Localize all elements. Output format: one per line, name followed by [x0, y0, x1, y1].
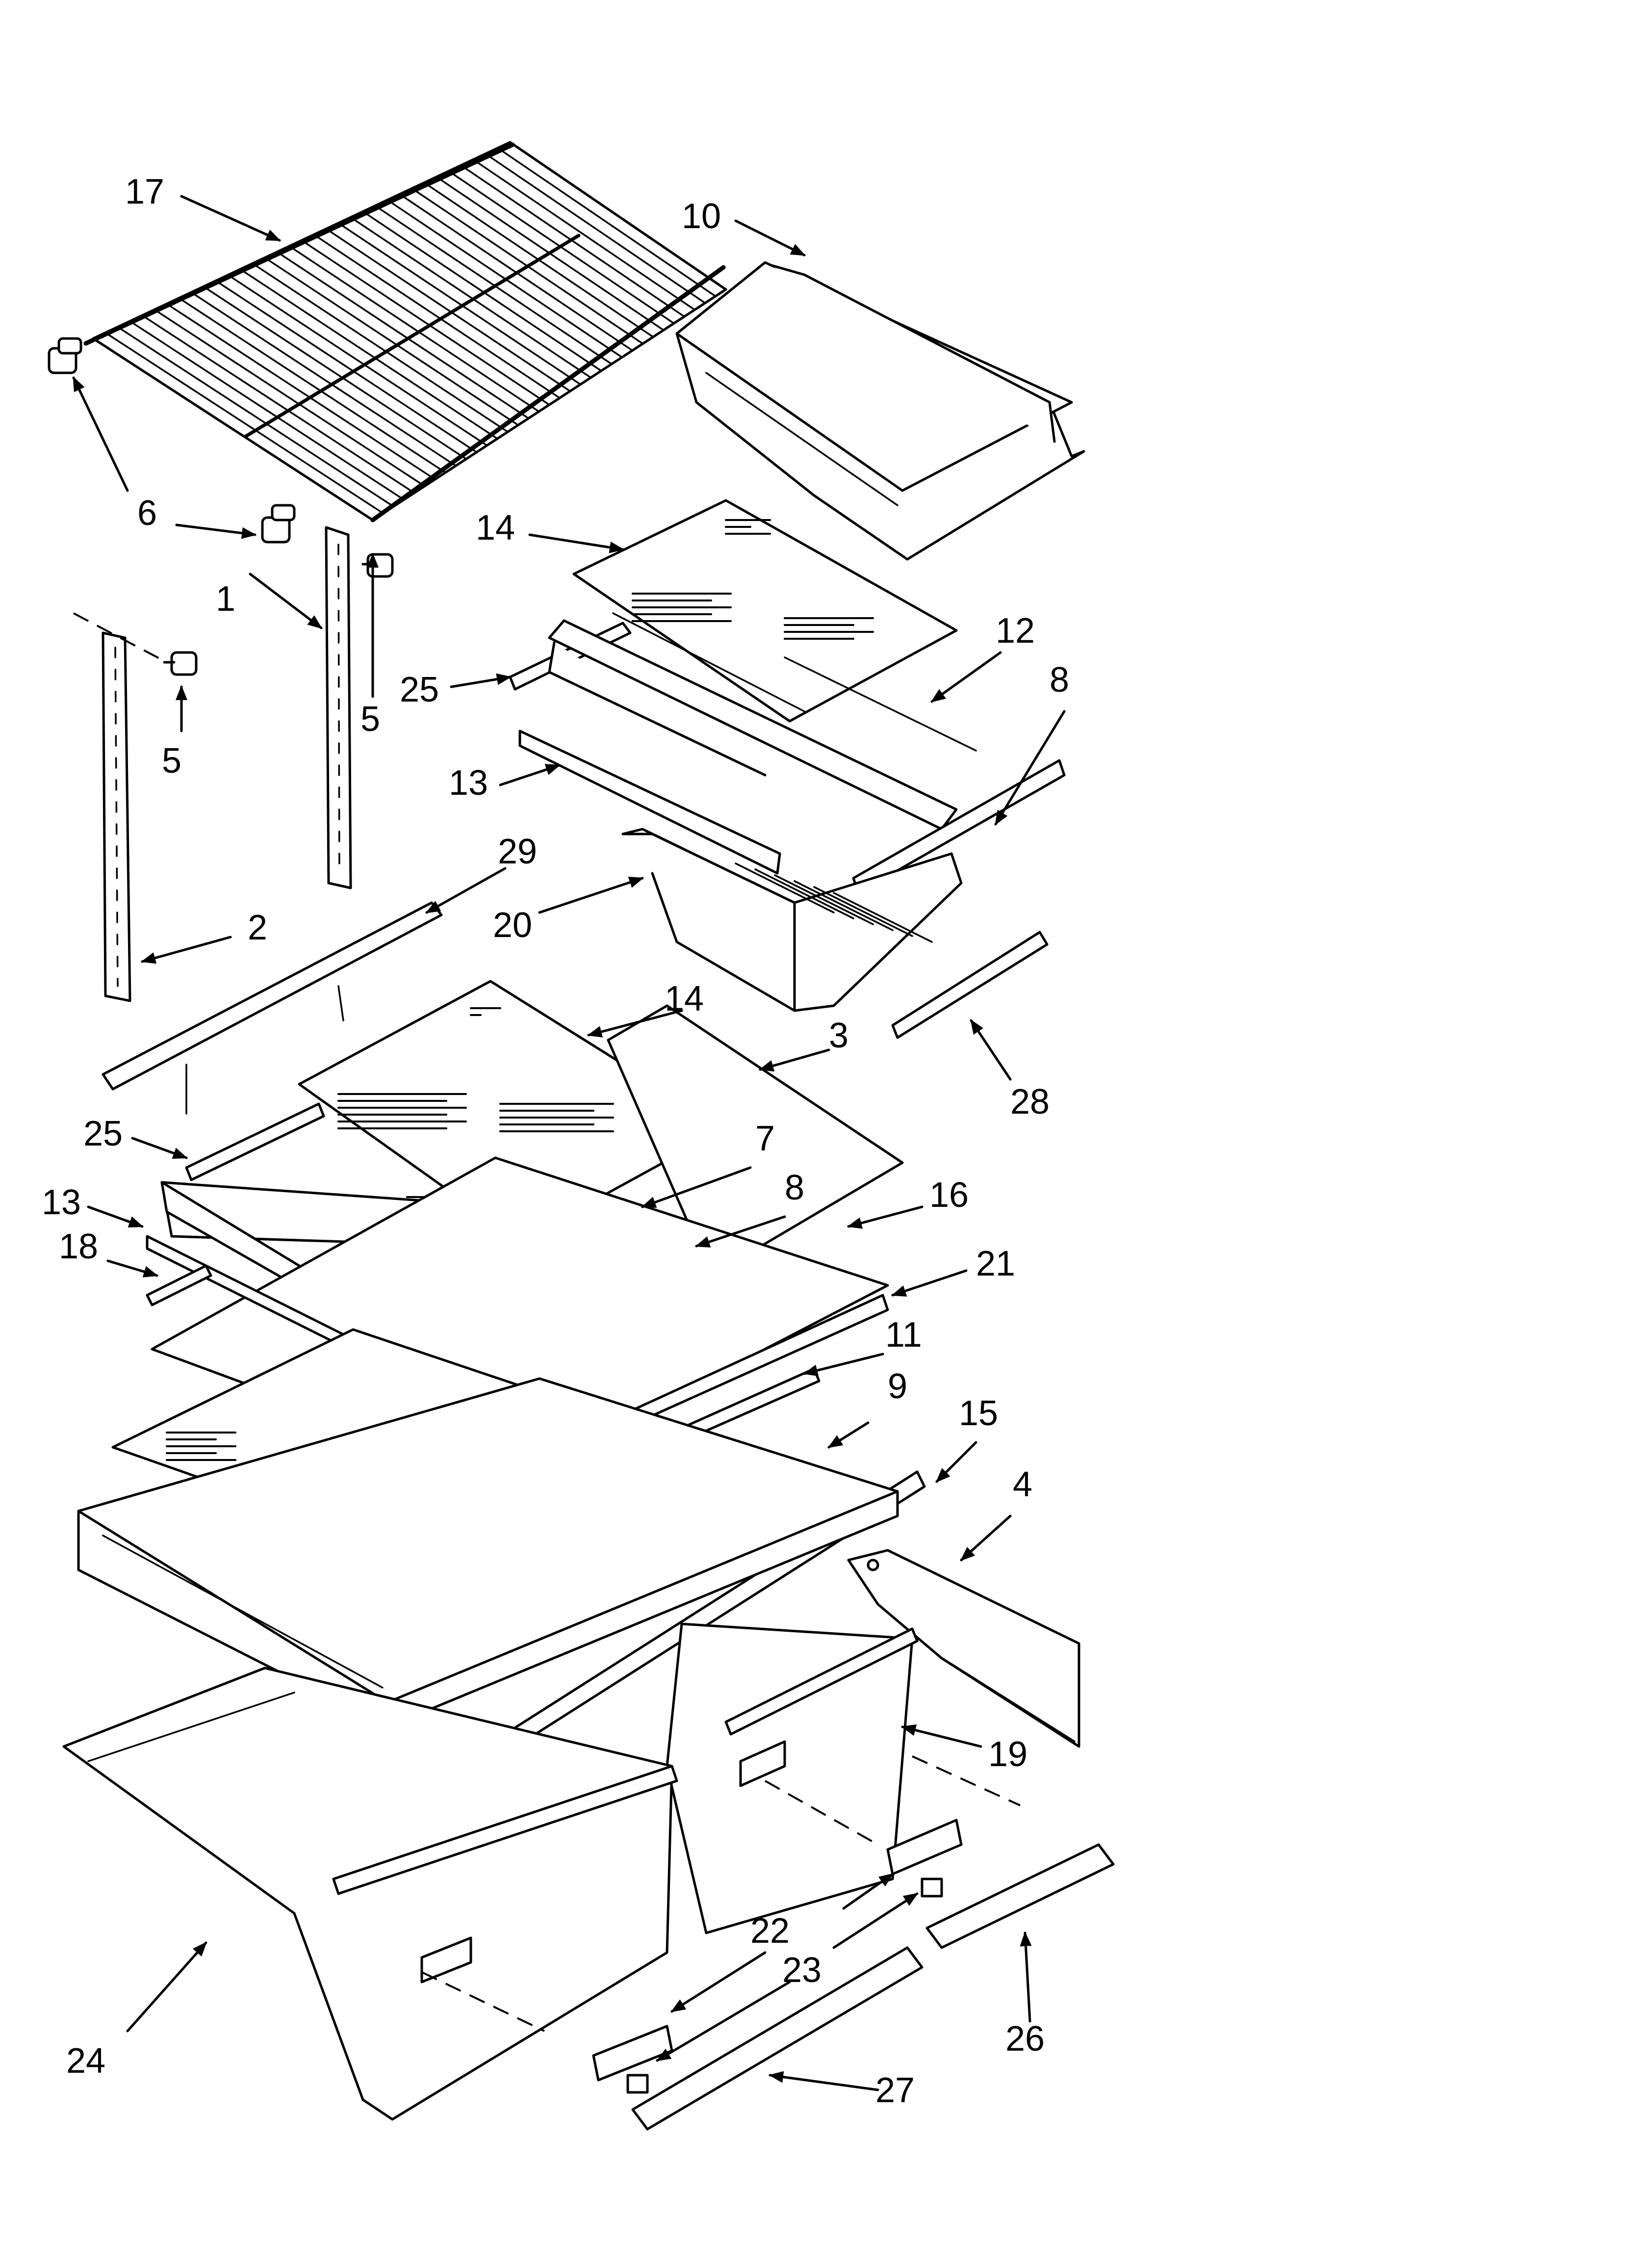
label-14-upper: 14	[476, 508, 515, 547]
label-8-upper: 8	[1050, 660, 1069, 700]
shelf-bracket	[102, 901, 443, 1115]
label-23: 23	[782, 1951, 821, 1990]
label-19: 19	[988, 1735, 1027, 1774]
label-2: 2	[248, 908, 267, 947]
label-14-lower: 14	[665, 979, 704, 1018]
label-20: 20	[493, 906, 532, 945]
label-7: 7	[755, 1119, 775, 1158]
screw-upper	[361, 553, 394, 578]
label-27: 27	[875, 2071, 915, 2110]
shelf-ladder-left	[73, 612, 167, 1002]
label-22: 22	[750, 1911, 790, 1951]
shelf-cover-panel	[607, 1004, 904, 1277]
label-13-lower: 13	[42, 1183, 81, 1222]
label-6: 6	[137, 494, 157, 533]
clip-holder-left	[592, 2025, 673, 2082]
crisper-drawer-upper	[621, 828, 963, 1012]
end-cap-left	[48, 337, 82, 374]
spacer-strip	[146, 1264, 212, 1306]
label-25-upper: 25	[400, 670, 439, 709]
label-10: 10	[682, 197, 721, 236]
screw-lower	[163, 651, 198, 676]
frame-support	[847, 1549, 1080, 1748]
crisper-frame-upper	[548, 612, 977, 831]
crisper-cover	[77, 1377, 899, 1728]
clip-right	[921, 1877, 943, 1898]
label-1: 1	[216, 579, 235, 619]
label-24: 24	[66, 2041, 105, 2081]
label-25-lower: 25	[83, 1114, 123, 1153]
crisper-drawer-right	[666, 1622, 919, 1934]
wire-shelf	[83, 141, 727, 522]
leader-lines	[72, 195, 1066, 2091]
crisper-drawer-left	[62, 1667, 678, 2121]
label-5-upper: 5	[360, 700, 380, 739]
end-cap-right	[261, 504, 296, 544]
label-28: 28	[1010, 1082, 1050, 1121]
storage-bin	[675, 261, 1085, 561]
label-16: 16	[929, 1175, 969, 1215]
label-26: 26	[1005, 2019, 1045, 2059]
front-trim-lower	[185, 1102, 325, 1181]
label-9: 9	[888, 1367, 907, 1406]
label-17: 17	[125, 172, 164, 211]
label-12: 12	[996, 611, 1035, 651]
label-29: 29	[498, 832, 537, 871]
label-4: 4	[1013, 1465, 1032, 1504]
label-3: 3	[829, 1016, 848, 1055]
label-21: 21	[976, 1244, 1015, 1283]
drawer-trim	[891, 931, 1049, 1039]
clip-holder-right	[886, 1819, 963, 1876]
label-11: 11	[885, 1315, 922, 1355]
drawer-front-trim-left	[631, 1946, 924, 2131]
rail-left-upper	[518, 730, 781, 875]
shelf-ladder-right	[325, 526, 352, 889]
label-8-lower: 8	[785, 1168, 804, 1207]
label-5-lower: 5	[162, 741, 181, 781]
drawer-front-trim-right	[925, 1843, 1115, 1949]
label-13-upper: 13	[449, 763, 488, 803]
clip-left	[626, 2074, 649, 2094]
label-15: 15	[959, 1394, 998, 1433]
callout-labels: 17 10 6 14 1 5 5 25 12 8 13 29 20 2 14 3…	[42, 172, 1069, 2110]
label-18: 18	[59, 1227, 98, 1266]
glass-shelf-upper	[572, 499, 958, 723]
